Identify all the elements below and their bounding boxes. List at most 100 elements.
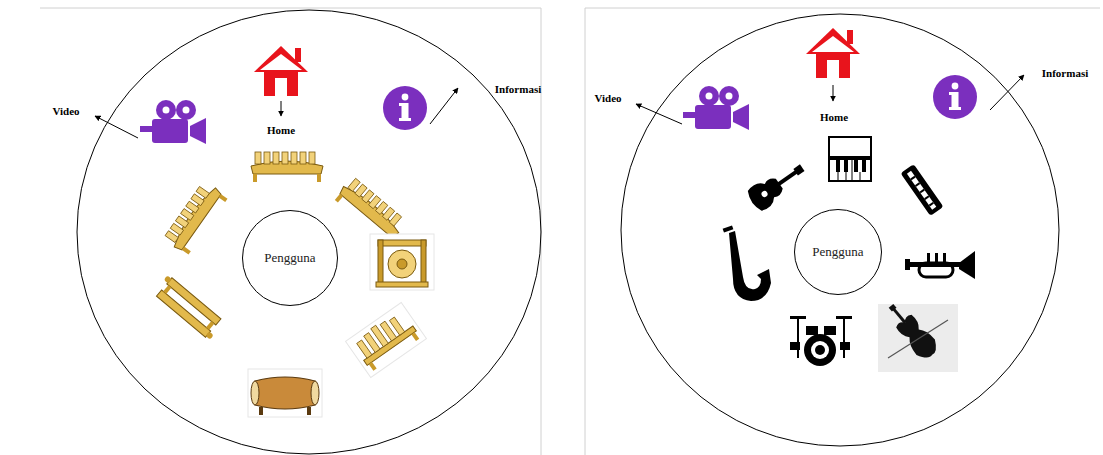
pointer-arrow xyxy=(636,104,682,124)
violin-icon-part-part xyxy=(889,304,897,312)
gong-instrument-part xyxy=(370,234,434,290)
icon-label: Home xyxy=(267,124,295,136)
outer-circle xyxy=(621,14,1059,446)
piano-icon-part-part xyxy=(860,172,861,180)
piano-icon-part-part xyxy=(854,160,858,172)
harmonica-icon-part-part xyxy=(915,182,920,187)
home-icon-part xyxy=(254,46,308,96)
video-icon-part xyxy=(140,100,206,144)
video-icon xyxy=(140,100,206,144)
gong-instrument-part xyxy=(421,240,426,284)
user-circle: Pengguna xyxy=(794,209,882,295)
drums-icon-part xyxy=(843,318,845,358)
outer-circle xyxy=(77,10,541,454)
drums-icon-part xyxy=(815,345,825,355)
harmonica-icon-part xyxy=(910,176,934,207)
info-icon xyxy=(383,86,427,130)
drums-icon-part xyxy=(824,326,836,335)
gong-instrument-part xyxy=(378,240,426,246)
kendang-drum-part xyxy=(259,407,263,415)
guitar-icon xyxy=(745,157,810,214)
piano-icon-part xyxy=(830,138,870,156)
piano-icon-part xyxy=(838,160,860,180)
icon-label: Video xyxy=(52,105,79,117)
harmonica-icon-part-part xyxy=(929,202,934,207)
kendang-drum-part xyxy=(255,377,315,409)
info-icon-part xyxy=(933,75,977,119)
kendang-drum xyxy=(248,369,322,417)
guitar-icon-part xyxy=(745,173,787,214)
piano-icon-part-part xyxy=(844,160,848,172)
piano-icon-part-part xyxy=(852,160,853,180)
trumpet-icon-part xyxy=(919,263,953,277)
saxophone-icon xyxy=(723,225,771,301)
piano-icon-part xyxy=(830,160,870,180)
trumpet-icon-part xyxy=(935,253,938,263)
icon-label: Home xyxy=(820,111,848,123)
kendang-drum-part xyxy=(311,381,319,405)
home-icon xyxy=(806,28,860,78)
violin-icon xyxy=(878,298,958,372)
drums-icon-part xyxy=(806,326,818,335)
circle-outline xyxy=(795,210,882,295)
info-icon xyxy=(933,75,977,119)
gong-instrument-part xyxy=(376,282,428,287)
video-icon-part xyxy=(683,86,749,130)
harmonica-icon-part xyxy=(901,164,944,216)
piano-icon-part-part xyxy=(862,160,866,172)
saxophone-icon-part xyxy=(729,231,771,301)
saxophone-icon-part xyxy=(723,225,734,232)
angklung-instrument-part-part xyxy=(389,317,404,335)
gamelan-instrument-part xyxy=(247,148,327,182)
gong-instrument-part xyxy=(397,259,407,269)
angklung-instrument-part xyxy=(346,302,427,377)
user-circle: Pengguna xyxy=(242,210,338,306)
piano-icon-part-part xyxy=(836,160,840,172)
piano-icon-part xyxy=(828,136,872,182)
home-icon-part xyxy=(806,28,860,78)
panel-border-part xyxy=(585,8,1100,455)
angklung-instrument xyxy=(346,302,427,377)
drums-icon-part xyxy=(797,318,799,358)
trumpet-icon xyxy=(905,251,975,279)
home-icon xyxy=(254,46,308,96)
panel-border-part xyxy=(40,8,541,455)
gong-instrument xyxy=(370,234,434,290)
drums-icon-part xyxy=(811,341,829,359)
harmonica-icon-part-part xyxy=(910,176,915,181)
harmonica-icon-part-part xyxy=(924,195,929,200)
drums-icon-part xyxy=(840,342,850,350)
guitar-icon-part xyxy=(767,169,799,193)
piano-icon-part-part xyxy=(846,172,847,180)
pointer-arrow xyxy=(281,101,282,116)
trumpet-icon-part xyxy=(905,259,910,270)
drums-icon-part xyxy=(804,334,836,366)
guitar-icon-part xyxy=(793,164,804,175)
trumpet-icon-part xyxy=(927,253,930,263)
node-label: Pengguna xyxy=(264,250,315,266)
gamelan-instrument-part xyxy=(150,268,230,343)
pointer-arrow xyxy=(95,116,138,138)
gamelan-instrument xyxy=(150,268,230,343)
angklung-instrument-part xyxy=(369,362,377,371)
trumpet-icon-part xyxy=(943,253,946,263)
pointer-arrow xyxy=(430,88,458,124)
node-label: Pengguna xyxy=(812,244,863,260)
violin-icon-part xyxy=(878,304,958,372)
harmonica-icon-part xyxy=(907,171,936,210)
kendang-drum-part xyxy=(248,369,322,417)
gamelan-instrument xyxy=(157,174,231,259)
piano-icon-part xyxy=(836,160,866,172)
panel-border xyxy=(40,8,1100,455)
circle-outline xyxy=(243,211,338,306)
angklung-instrument-part xyxy=(354,314,404,358)
harmonica-icon-part-part xyxy=(920,189,925,194)
icon-label: Informasi xyxy=(495,83,541,95)
kendang-drum-part xyxy=(307,407,311,415)
trumpet-icon-part xyxy=(959,251,975,279)
drums-icon-part xyxy=(790,342,800,350)
gamelan-instrument-part xyxy=(157,174,231,259)
drums-icon xyxy=(790,316,852,366)
